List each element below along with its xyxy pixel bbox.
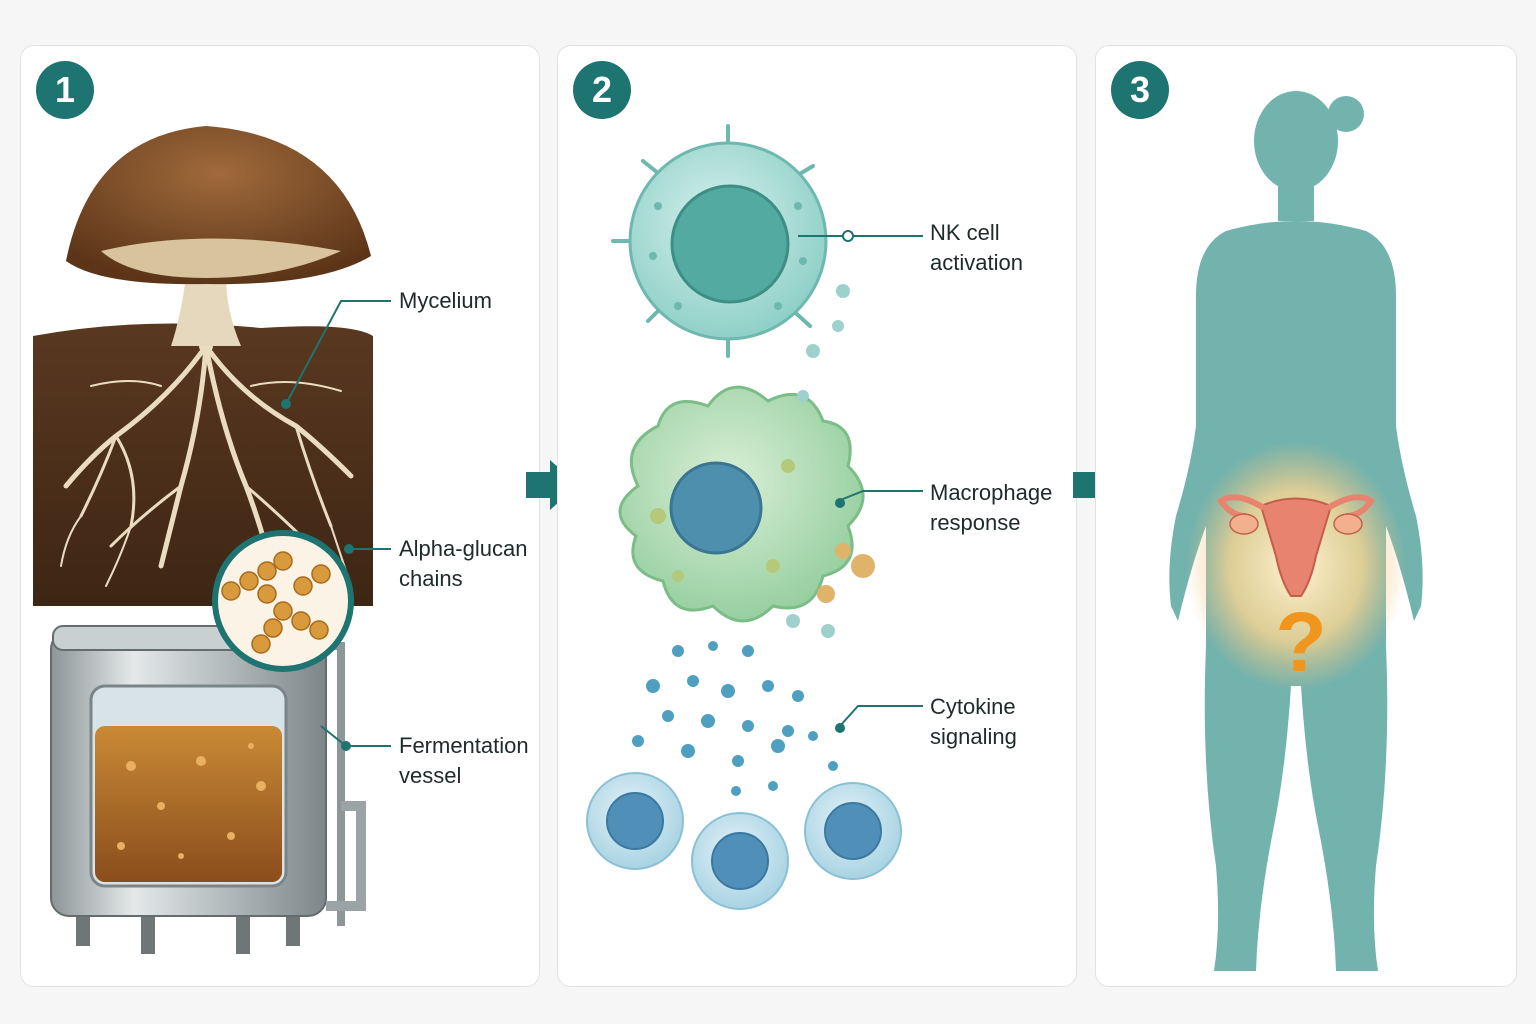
nk-cell-icon: [611, 124, 828, 358]
label-cytokine: Cytokine signaling: [930, 694, 1017, 749]
panel-source: 1: [20, 45, 540, 987]
step-badge-1: 1: [36, 61, 94, 119]
flow-arrow-1: [526, 460, 578, 510]
floating-particles: [786, 284, 850, 638]
label-mycelium: Mycelium: [399, 288, 492, 313]
label-fermentation-vessel: Fermentation vessel: [399, 733, 529, 788]
alpha-glucan-magnifier: [212, 530, 354, 672]
step-badge-3: 3: [1111, 61, 1169, 119]
label-nk-cell: NK cell activation: [930, 220, 1023, 275]
question-mark: ?: [1275, 595, 1326, 689]
macrophage-icon: [618, 385, 875, 623]
mushroom-icon: [66, 126, 371, 346]
panel-immune-response: 2: [557, 45, 1077, 987]
immune-cells-illustration: [586, 124, 923, 910]
cytokine-particles: [632, 641, 838, 796]
step-badge-2: 2: [573, 61, 631, 119]
label-macrophage: Macrophage response: [930, 480, 1053, 535]
body-illustration: ?: [1169, 91, 1423, 971]
label-alpha-glucan: Alpha-glucan chains: [399, 536, 528, 591]
fermentation-vessel-icon: [50, 625, 366, 954]
panel-reproductive-outcome: 3 ?: [1095, 45, 1517, 987]
lymphocyte-icon: [586, 772, 902, 910]
uterus-icon: [1216, 494, 1376, 597]
leader-lines-panel1: [281, 300, 391, 751]
mushroom-illustration: [33, 126, 391, 954]
leader-lines-panel2: [798, 230, 923, 733]
